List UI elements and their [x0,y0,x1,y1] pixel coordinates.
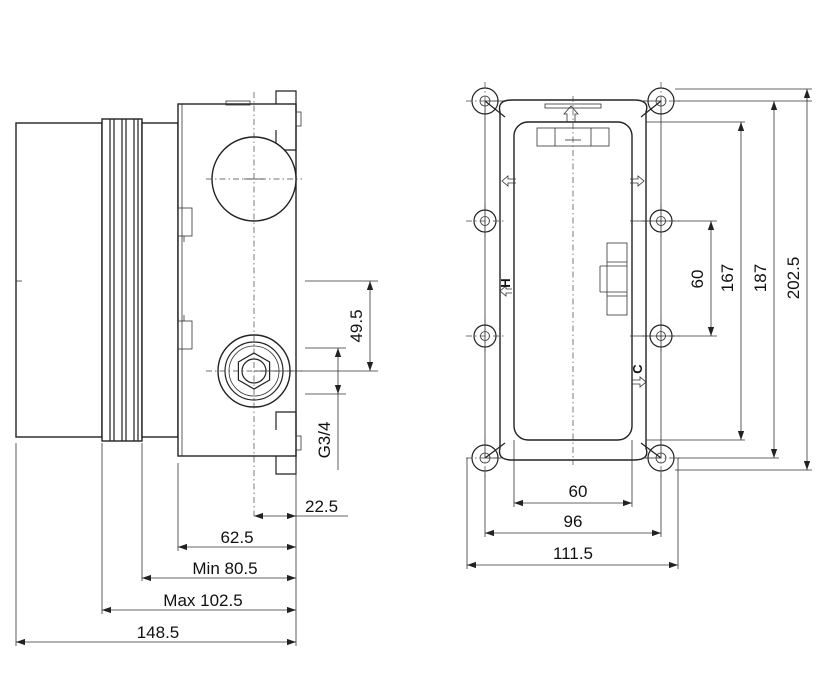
cover-sleeve [15,122,103,438]
front-view: H C 60 96 111.5 60 167 [466,82,812,569]
right-arrow-icon [630,175,645,187]
thread-label: G3/4 [315,422,334,459]
flange-rings [101,118,143,442]
dim-h-187: 187 [751,264,770,292]
dim-max-102-5: Max 102.5 [163,591,242,610]
cold-mark: C [630,364,645,374]
dim-148-5: 148.5 [137,623,180,642]
hot-mark: H [498,278,513,287]
dim-h-60: 60 [688,270,707,289]
hot-arrow-icon [499,285,512,297]
dim-h-202-5: 202.5 [784,257,803,300]
dim-62-5: 62.5 [220,528,253,547]
side-view: 22.5 62.5 Min 80.5 Max 102.5 148.5 49.5 … [15,90,378,646]
dim-22-5: 22.5 [305,497,338,516]
dim-w-60: 60 [569,482,588,501]
side-lug-upper [177,207,193,237]
center-connector [599,242,628,316]
dim-w-111-5: 111.5 [553,544,593,563]
sleeve-step [141,122,179,438]
side-lug-lower [177,320,193,350]
left-arrow-icon [501,175,516,187]
cold-arrow-icon [632,376,647,388]
dim-49-5: 49.5 [347,309,366,342]
dim-h-167: 167 [718,264,737,292]
dim-min-80-5: Min 80.5 [192,559,257,578]
dim-w-96: 96 [564,512,583,531]
